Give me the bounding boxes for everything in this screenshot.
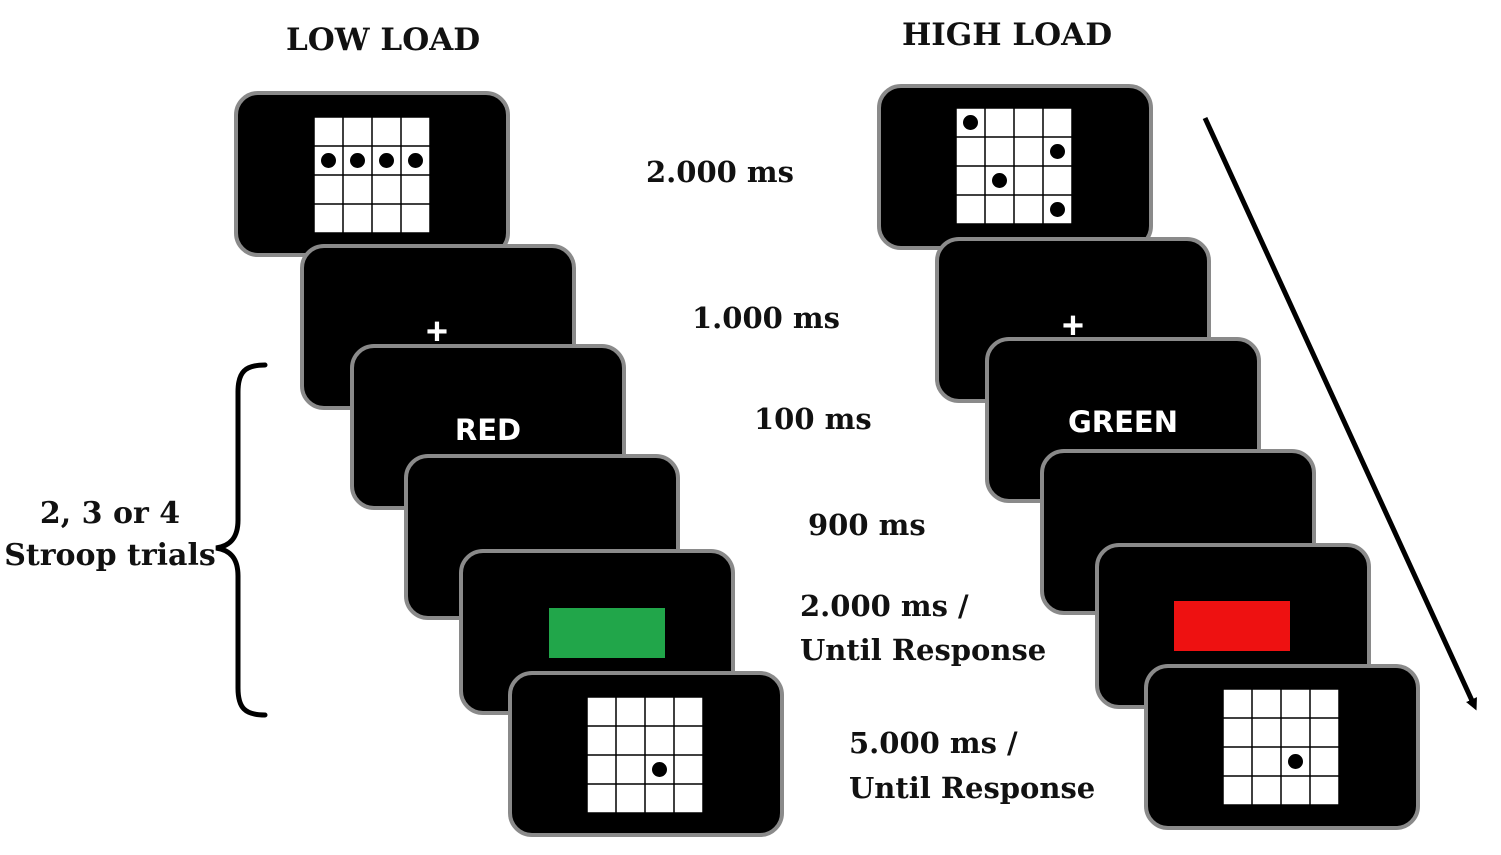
grid-dot <box>350 153 365 168</box>
grid-dot <box>1288 754 1303 769</box>
timing-probe-line2: Until Response <box>849 771 1096 805</box>
grid-dot <box>652 762 667 777</box>
timing-color-line2: Until Response <box>800 633 1047 667</box>
low-load-sequence: + RED <box>234 91 784 837</box>
grid-dot <box>963 115 978 130</box>
timing-color-line1: 2.000 ms / <box>800 589 969 623</box>
stroop-trials-label-line2: Stroop trials <box>4 538 216 573</box>
low-encoding-grid <box>313 116 431 234</box>
high-fixation-cross: + <box>1062 305 1084 347</box>
grid-dot <box>321 153 336 168</box>
low-stroop-word: RED <box>455 413 521 447</box>
stroop-trials-label: 2, 3 or 4 Stroop trials <box>0 493 220 577</box>
grid-dot <box>1050 202 1065 217</box>
green-color-patch <box>549 608 665 658</box>
timing-fixation: 1.000 ms <box>692 301 840 335</box>
low-fixation-cross: + <box>426 311 448 353</box>
stroop-trials-brace <box>215 362 268 718</box>
high-encoding-grid <box>955 107 1073 225</box>
high-load-sequence: + GREEN <box>877 84 1420 830</box>
red-color-patch <box>1174 601 1290 651</box>
timing-memory-encoding: 2.000 ms <box>646 155 794 189</box>
timing-blank: 900 ms <box>808 508 926 542</box>
grid-dot <box>1050 144 1065 159</box>
grid-dot <box>379 153 394 168</box>
grid-dot <box>408 153 423 168</box>
high-probe-grid <box>1222 688 1340 806</box>
low-probe-grid <box>586 696 704 814</box>
stroop-trials-label-line1: 2, 3 or 4 <box>39 496 181 531</box>
time-arrow <box>1202 116 1477 711</box>
timing-probe-line1: 5.000 ms / <box>849 726 1018 760</box>
low-load-heading: LOW LOAD <box>286 22 481 58</box>
grid-dot <box>992 173 1007 188</box>
high-load-heading: HIGH LOAD <box>902 17 1113 53</box>
high-stroop-word: GREEN <box>1068 405 1178 439</box>
timing-word: 100 ms <box>754 402 872 436</box>
